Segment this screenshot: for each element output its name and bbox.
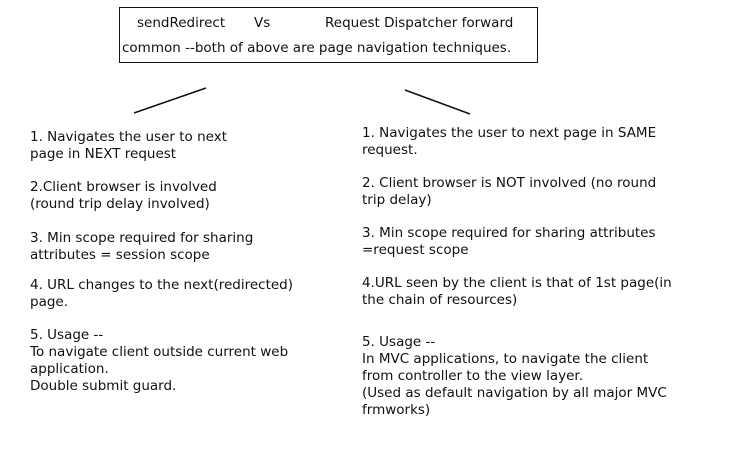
left-point-5: 5. Usage -- To navigate client outside c… (30, 327, 289, 394)
common-note: common --both of above are page navigati… (122, 40, 512, 56)
right-point-2: 2. Client browser is NOT involved (no ro… (362, 175, 657, 208)
left-connector-line (133, 87, 207, 114)
right-point-5: 5. Usage -- In MVC applications, to navi… (362, 334, 667, 418)
right-point-3: 3. Min scope required for sharing attrib… (362, 225, 656, 258)
left-point-2: 2.Client browser is involved (round trip… (30, 179, 217, 212)
versus-label: Vs (254, 15, 271, 31)
right-connector-line (404, 89, 471, 115)
left-point-4: 4. URL changes to the next(redirected) p… (30, 277, 294, 310)
header-box: sendRedirect Vs Request Dispatcher forwa… (119, 7, 538, 63)
title-row: sendRedirect Vs Request Dispatcher forwa… (120, 15, 537, 33)
left-point-3: 3. Min scope required for sharing attrib… (30, 230, 254, 263)
request-dispatcher-title: Request Dispatcher forward (325, 15, 514, 31)
left-point-1: 1. Navigates the user to next page in NE… (30, 129, 227, 162)
right-point-1: 1. Navigates the user to next page in SA… (362, 125, 657, 158)
right-point-4: 4.URL seen by the client is that of 1st … (362, 275, 672, 308)
send-redirect-title: sendRedirect (137, 15, 226, 31)
